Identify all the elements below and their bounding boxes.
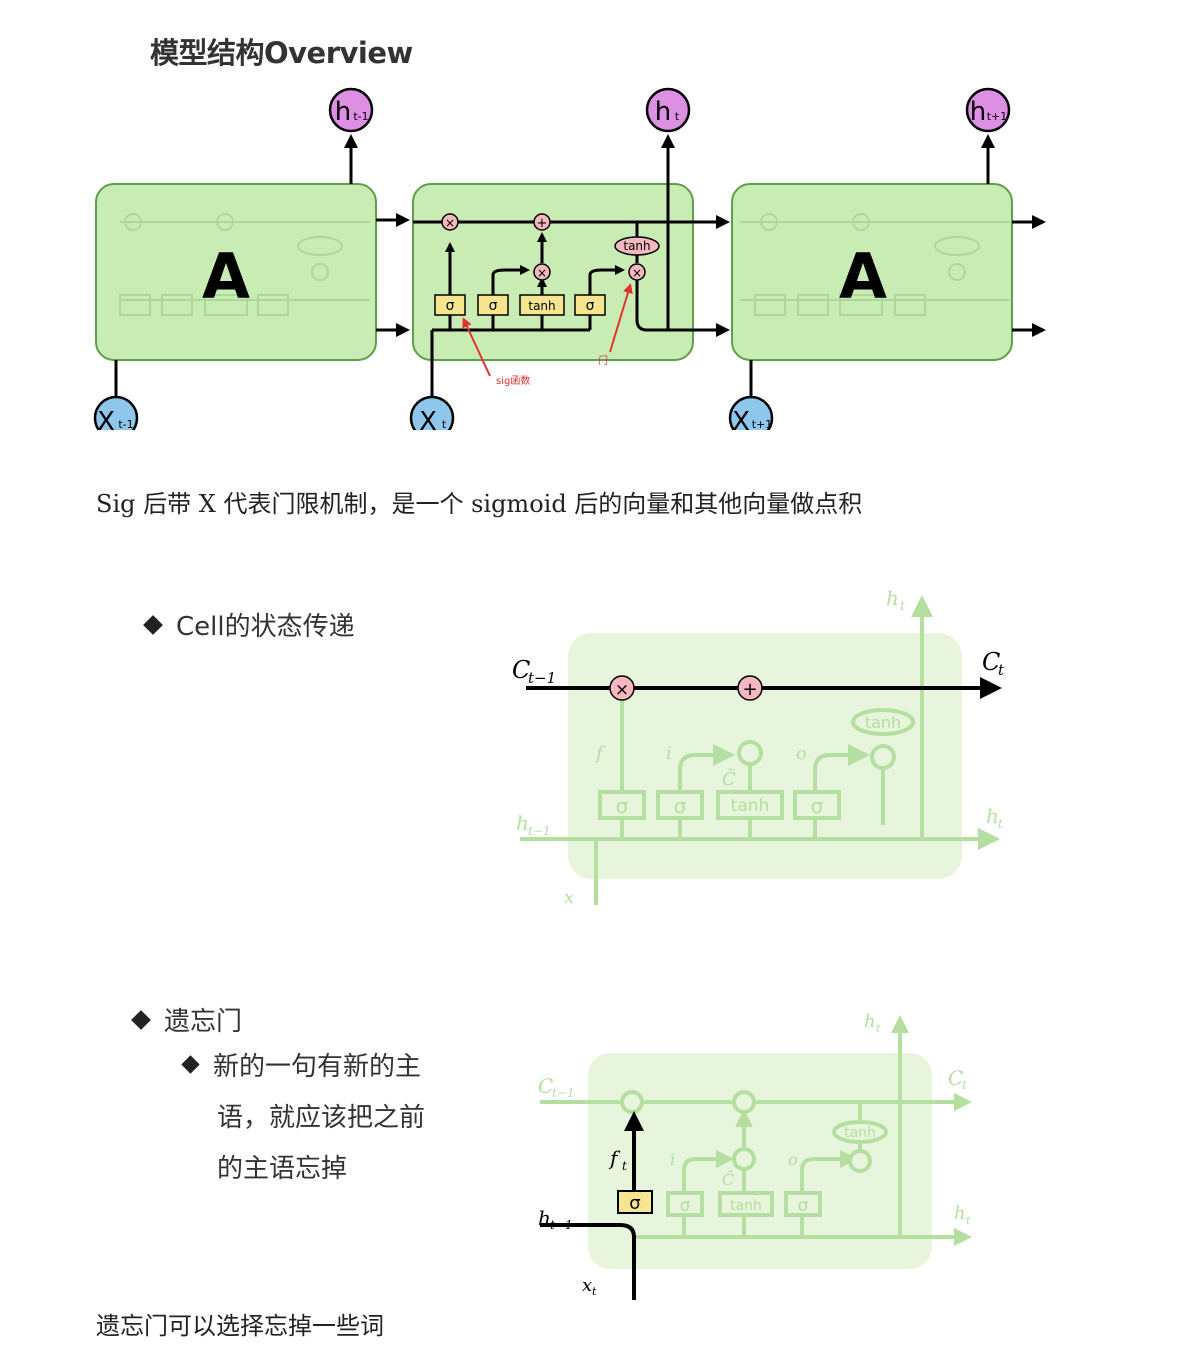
svg-text:C̃: C̃ bbox=[722, 768, 736, 790]
output-h-prev: h t-1 bbox=[328, 87, 374, 133]
svg-text:t: t bbox=[998, 817, 1003, 831]
svg-text:t+1: t+1 bbox=[752, 418, 773, 431]
annotation-sig: sig函数 bbox=[496, 374, 530, 387]
add-op-icon bbox=[737, 675, 763, 701]
svg-text:t: t bbox=[592, 1285, 597, 1298]
svg-text:tanh: tanh bbox=[844, 1125, 876, 1141]
svg-text:h: h bbox=[886, 586, 899, 610]
svg-text:t-1: t-1 bbox=[353, 110, 368, 123]
annotation-gate: 门 bbox=[598, 354, 608, 367]
svg-text:t−1: t−1 bbox=[528, 824, 551, 838]
c-next-label: C bbox=[982, 648, 1000, 676]
svg-text:h: h bbox=[864, 1011, 876, 1032]
svg-text:o: o bbox=[788, 1150, 798, 1169]
forget-subbullet: 新的一句有新的主 语，就应该把之前 的主语忘掉 bbox=[181, 1042, 425, 1195]
output-h-current: h t bbox=[645, 87, 691, 133]
svg-text:o: o bbox=[796, 743, 807, 764]
svg-text:C̃: C̃ bbox=[722, 1170, 734, 1189]
mul-op-icon bbox=[441, 213, 459, 231]
svg-text:×: × bbox=[615, 680, 629, 700]
svg-text:σ: σ bbox=[674, 794, 687, 818]
svg-text:tanh: tanh bbox=[865, 713, 901, 732]
mul-symbol: × bbox=[537, 266, 547, 280]
svg-text:C: C bbox=[538, 1074, 553, 1098]
mul-symbol: × bbox=[445, 216, 455, 230]
svg-text:i: i bbox=[670, 1150, 675, 1169]
svg-text:t: t bbox=[900, 599, 905, 613]
svg-text:i: i bbox=[666, 743, 672, 764]
svg-text:t: t bbox=[622, 1159, 627, 1173]
svg-text:t−1: t−1 bbox=[552, 1086, 575, 1100]
svg-text:σ: σ bbox=[811, 794, 824, 818]
svg-text:t: t bbox=[876, 1022, 881, 1035]
gate-label: σ bbox=[446, 298, 455, 314]
svg-text:t: t bbox=[675, 110, 680, 123]
cell-left: A bbox=[95, 183, 377, 361]
gate-label: tanh bbox=[528, 299, 555, 313]
svg-text:X: X bbox=[732, 407, 750, 437]
svg-text:σ: σ bbox=[680, 1196, 691, 1216]
c-prev-label: C bbox=[512, 656, 530, 684]
gate-label: σ bbox=[489, 298, 498, 314]
svg-text:t−1: t−1 bbox=[528, 669, 556, 687]
mul-op-icon bbox=[609, 675, 635, 701]
svg-text:tanh: tanh bbox=[731, 796, 770, 816]
svg-text:t: t bbox=[442, 418, 447, 431]
page-title: 模型结构Overview bbox=[150, 36, 413, 70]
cell-left-label: A bbox=[202, 240, 250, 313]
svg-text:h: h bbox=[970, 97, 986, 127]
svg-text:h: h bbox=[986, 804, 999, 828]
svg-text:t+1: t+1 bbox=[987, 110, 1008, 123]
svg-text:tanh: tanh bbox=[730, 1198, 762, 1214]
cell-right: A bbox=[731, 183, 1013, 361]
svg-text:X: X bbox=[97, 407, 115, 437]
h-prev-label: h bbox=[538, 1206, 551, 1230]
diamond-bullet-icon bbox=[181, 1055, 200, 1074]
svg-text:h: h bbox=[954, 1203, 966, 1224]
description-forget: 遗忘门可以选择忘掉一些词 bbox=[96, 1312, 384, 1340]
svg-text:h: h bbox=[335, 97, 351, 127]
svg-text:h: h bbox=[655, 97, 671, 127]
input-x-next: X t+1 bbox=[728, 395, 774, 440]
forget-sigma-label: σ bbox=[629, 1193, 640, 1214]
bullet-cell-state: Cell的状态传递 bbox=[143, 606, 355, 643]
cell-right-label: A bbox=[839, 240, 887, 313]
diamond-bullet-icon bbox=[131, 1009, 151, 1030]
gate-label: σ bbox=[586, 298, 595, 314]
mul-op-icon bbox=[533, 263, 551, 281]
svg-text:x: x bbox=[564, 887, 574, 905]
input-x-current: X t bbox=[409, 395, 455, 440]
forget-gate-diagram: σ tanh σ tanh i o C̃ h t C t−1 C t h t σ… bbox=[538, 1011, 972, 1300]
svg-text:t: t bbox=[998, 661, 1005, 679]
mul-op-icon bbox=[628, 263, 646, 281]
svg-text:+: + bbox=[742, 679, 757, 700]
add-op-icon bbox=[533, 213, 551, 231]
tanh-op-icon bbox=[614, 236, 660, 256]
svg-text:t: t bbox=[966, 1214, 971, 1227]
x-label: x bbox=[582, 1275, 592, 1296]
forget-sigma-gate bbox=[617, 1190, 653, 1214]
lstm-overview-diagram: A × + × × tanh bbox=[0, 87, 1195, 440]
svg-text:t-1: t-1 bbox=[118, 418, 133, 431]
tanh-op-label: tanh bbox=[623, 239, 650, 253]
diamond-bullet-icon bbox=[143, 614, 163, 635]
svg-text:σ: σ bbox=[798, 1196, 809, 1216]
svg-text:σ: σ bbox=[616, 794, 629, 818]
svg-text:t−1: t−1 bbox=[550, 1218, 573, 1232]
svg-text:X: X bbox=[419, 407, 437, 437]
output-h-next: h t+1 bbox=[965, 87, 1011, 133]
cell-state-diagram: σ σ tanh σ tanh f i o C̃ h t h t−1 h t x… bbox=[512, 586, 1005, 905]
description-gate: Sig 后带 X 代表门限机制，是一个 sigmoid 后的向量和其他向量做点积 bbox=[96, 490, 863, 518]
cell-middle: × + × × tanh σ σ tanh σ bbox=[412, 134, 730, 420]
bullet-forget-gate: 遗忘门 bbox=[131, 1001, 242, 1038]
svg-text:t: t bbox=[962, 1078, 967, 1092]
add-symbol: + bbox=[537, 216, 548, 231]
mul-symbol: × bbox=[632, 266, 642, 280]
svg-text:h: h bbox=[516, 811, 529, 835]
svg-text:C: C bbox=[948, 1066, 963, 1090]
